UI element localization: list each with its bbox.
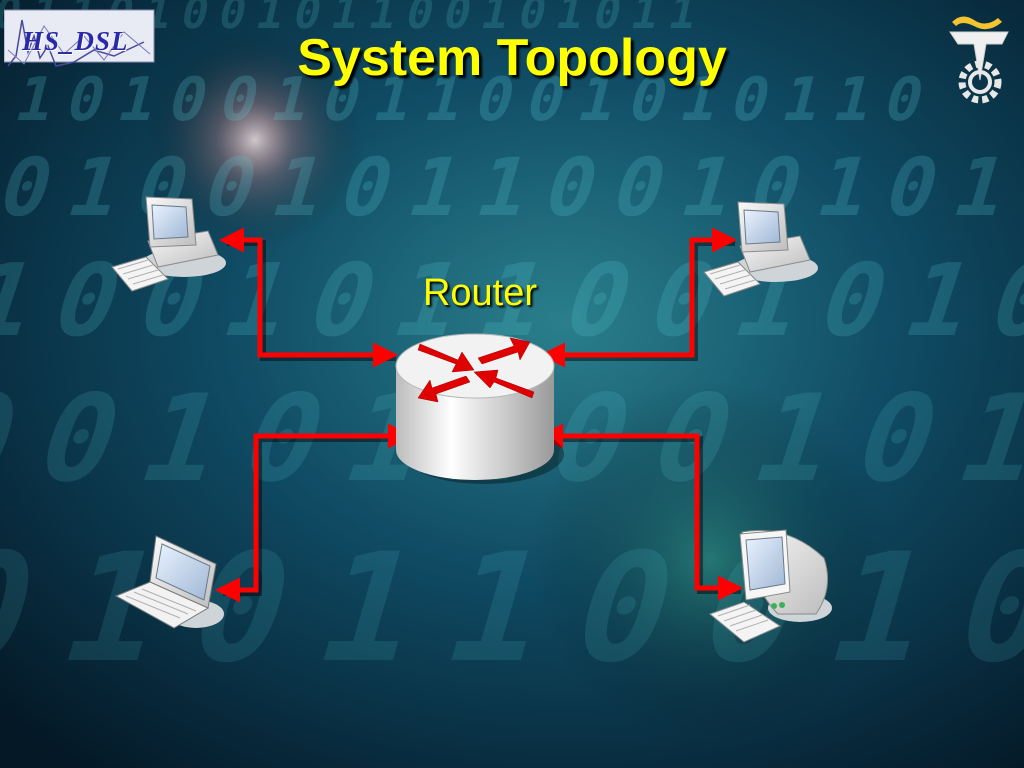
edge-router-desktop-top-right [540, 227, 737, 368]
imac-computer-icon [708, 529, 832, 643]
router-icon [395, 333, 564, 484]
edge-router-imac-bottom-right [538, 423, 743, 601]
svg-text:01101001011001010110: 01101001011001010110 [0, 65, 946, 135]
logo-left-text: HS_DSL [22, 26, 129, 56]
router-label: Router [422, 272, 538, 314]
desktop-computer-icon [111, 196, 226, 292]
laptop-icon [114, 535, 224, 629]
edge-router-desktop-top-left [219, 227, 398, 368]
edge-router-laptop-bottom-left [215, 423, 413, 603]
institute-emblem-icon [949, 16, 1009, 104]
logo-graph-icon [3, 9, 155, 67]
hs-dsl-logo: HS_DSL [3, 6, 156, 72]
desktop-computer-icon [703, 201, 818, 297]
slide-title: System Topology [297, 29, 727, 87]
